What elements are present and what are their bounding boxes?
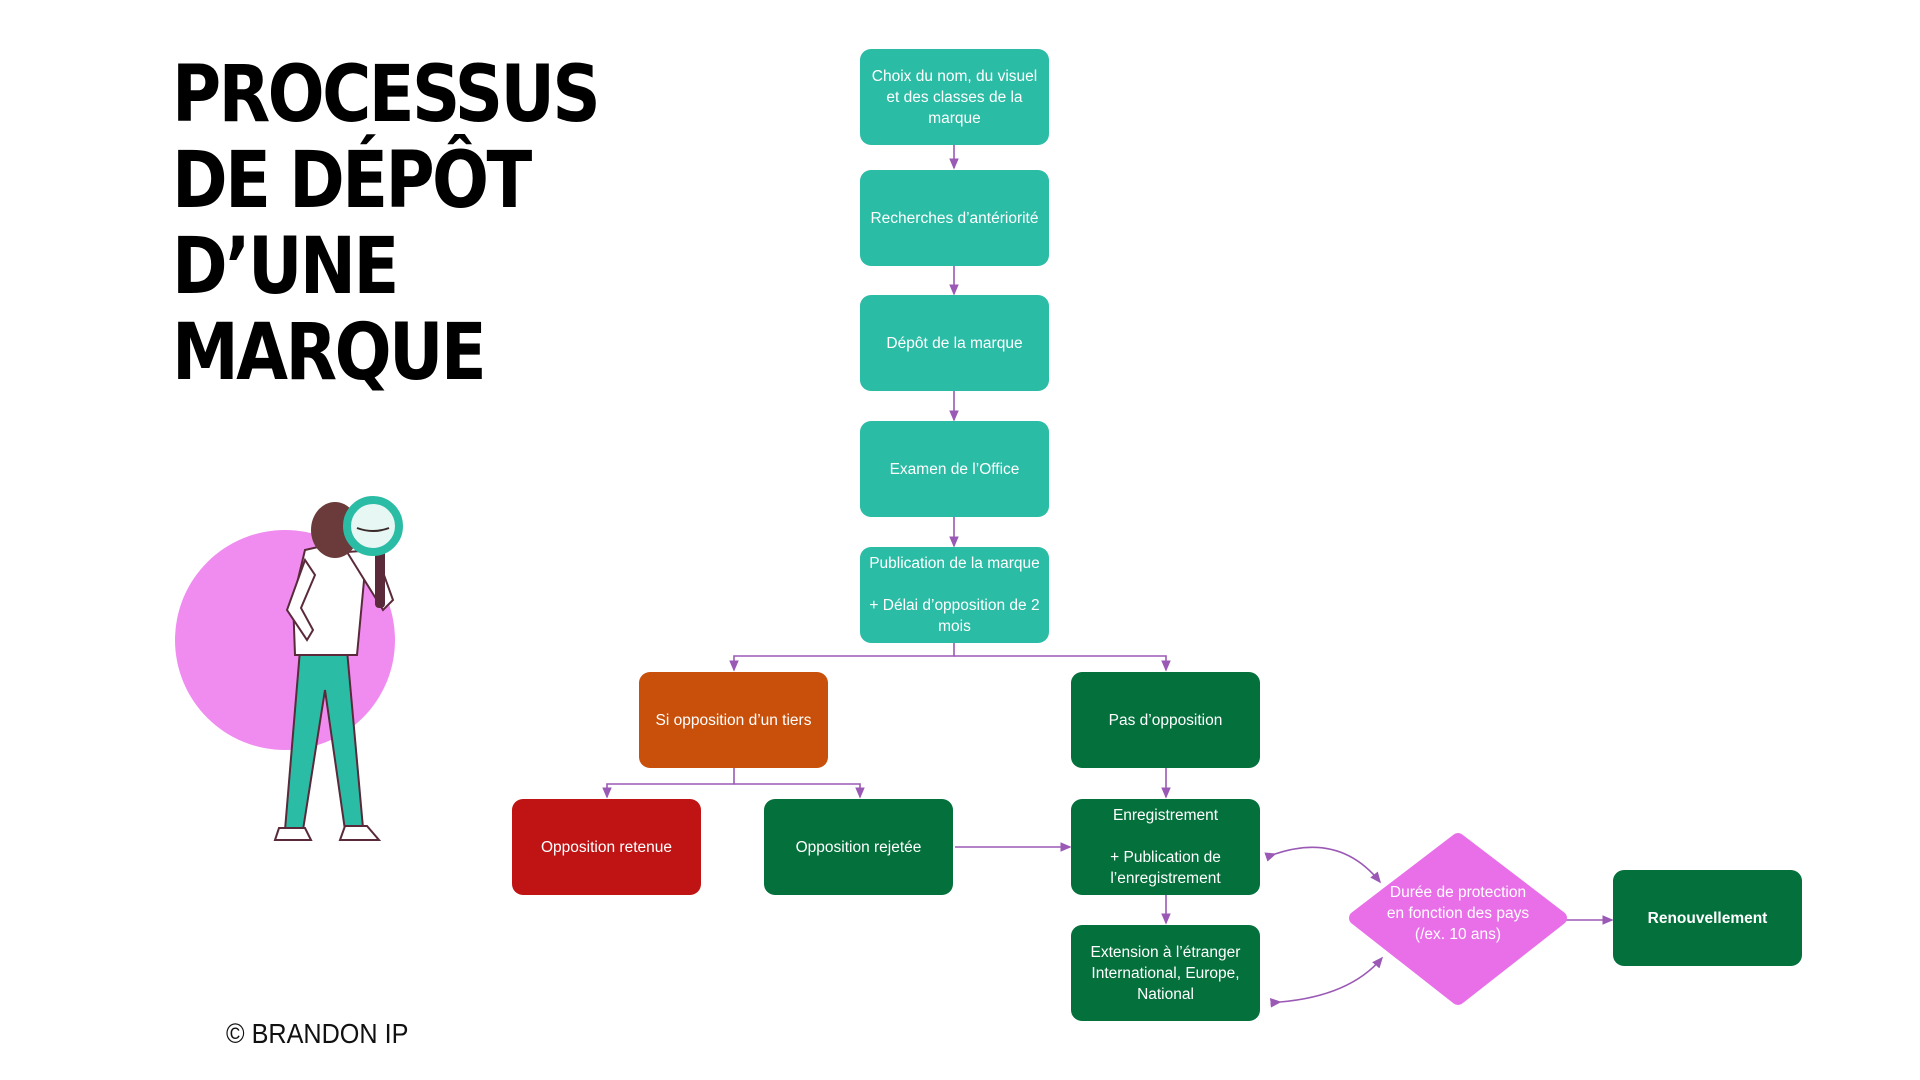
step-choix: Choix du nom, du visuel et des classes d… (860, 49, 1049, 145)
step-opposition-rejetee: Opposition rejetée (764, 799, 953, 895)
step-opposition-rejetee-label: Opposition rejetée (795, 838, 922, 856)
arrow-enregistrement-duree (1264, 846, 1382, 884)
duree-diamond (1349, 833, 1567, 1005)
step-opposition-tiers-label: Si opposition d’un tiers (655, 711, 812, 729)
step-pas-opposition-label: Pas d’opposition (1108, 711, 1223, 729)
arrow-extension-duree (1270, 956, 1384, 1008)
step-pas-opposition: Pas d’opposition (1071, 672, 1260, 768)
right-shoe-shape (338, 825, 382, 841)
step-examen: Examen de l’Office (860, 421, 1049, 517)
step-choix-label: Choix du nom, du visuel et des classes d… (871, 67, 1038, 127)
step-opposition-retenue: Opposition retenue (512, 799, 701, 895)
step-publication-label: Publication de la marque + Délai d’oppos… (869, 555, 1040, 635)
step-publication: Publication de la marque + Délai d’oppos… (860, 547, 1049, 643)
step-enregistrement-label: Enregistrement + Publication de l’enregi… (1110, 807, 1221, 887)
step-examen-label: Examen de l’Office (889, 460, 1020, 478)
step-opposition-tiers: Si opposition d’un tiers (639, 672, 828, 768)
magnifier-handle-shape (375, 548, 385, 608)
magnifier-lens-shape (343, 496, 403, 556)
title-line-3: D’UNE (172, 222, 399, 312)
arrow-opposition-rejetee (734, 783, 865, 799)
step-duree-label: Durée de protection en fonction des pays… (1386, 883, 1530, 943)
step-duree: Durée de protection en fonction des pays… (1380, 868, 1536, 958)
title-line-2: DE DÉPÔT (172, 136, 532, 226)
step-renouvellement: Renouvellement (1613, 870, 1802, 966)
step-recherches-label: Recherches d’antériorité (870, 209, 1039, 227)
arrow-publication-pas-opposition (954, 655, 1171, 672)
step-depot-label: Dépôt de la marque (886, 334, 1023, 352)
copyright-label: © BRANDON IP (226, 1018, 409, 1049)
title-line-1: PROCESSUS (172, 50, 601, 140)
step-depot: Dépôt de la marque (860, 295, 1049, 391)
left-arm-shape (285, 557, 317, 642)
arrow-publication-opposition (729, 642, 955, 672)
person-magnifier-illustration (175, 496, 403, 841)
step-opposition-retenue-label: Opposition retenue (541, 838, 672, 856)
page-title: PROCESSUS DE DÉPÔT D’UNE MARQUE (172, 52, 619, 396)
step-enregistrement: Enregistrement + Publication de l’enregi… (1071, 799, 1260, 895)
step-recherches: Recherches d’antériorité (860, 170, 1049, 266)
step-renouvellement-label: Renouvellement (1647, 909, 1768, 927)
step-extension-label: Extension à l’étranger International, Eu… (1090, 943, 1241, 1003)
left-shoe-shape (273, 827, 313, 841)
step-extension: Extension à l’étranger International, Eu… (1071, 925, 1260, 1021)
arrow-opposition-retenue (602, 768, 735, 799)
title-line-4: MARQUE (172, 308, 487, 398)
eye-shape (356, 527, 390, 532)
